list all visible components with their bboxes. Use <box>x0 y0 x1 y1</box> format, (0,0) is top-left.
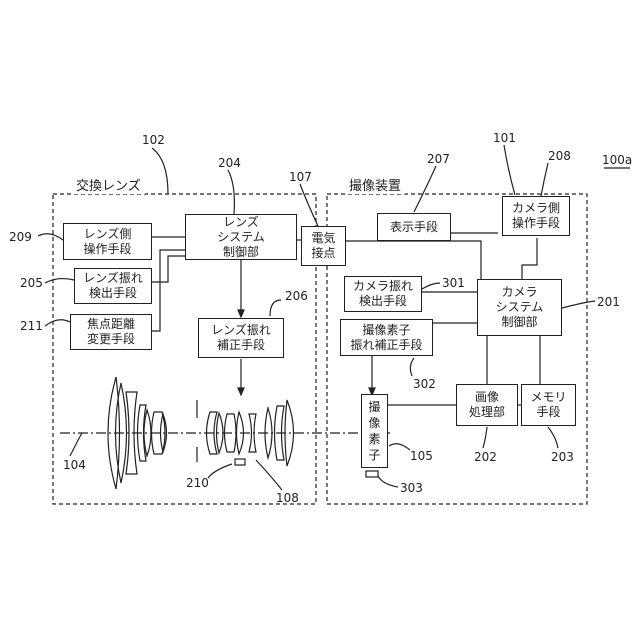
link-205-204 <box>152 256 185 282</box>
camera-shake-detect-block: カメラ振れ検出手段 <box>344 276 422 312</box>
leader-301 <box>422 283 440 289</box>
camera-control-block: カメラシステム制御部 <box>477 279 562 336</box>
ref-302: 302 <box>413 377 436 391</box>
leader-206 <box>270 300 281 316</box>
arrow-204-206 <box>238 310 244 317</box>
ref-210: 210 <box>186 476 209 490</box>
leader-303 <box>378 476 398 487</box>
leader-202 <box>483 427 487 448</box>
display-block: 表示手段 <box>377 213 451 241</box>
leader-210 <box>208 464 232 478</box>
arrow-206-lens <box>238 388 244 395</box>
ref-202: 202 <box>474 450 497 464</box>
leader-201 <box>562 301 595 308</box>
ref-108: 108 <box>276 491 299 505</box>
ref-206: 206 <box>285 289 308 303</box>
sensor-shake-correct-block: 撮像素子振れ補正手段 <box>340 319 433 356</box>
leader-209 <box>38 234 63 240</box>
ref-104: 104 <box>63 458 86 472</box>
camera-operation-block: カメラ側操作手段 <box>502 196 570 236</box>
leader-203 <box>548 427 558 448</box>
lens-shake-correct-block: レンズ振れ補正手段 <box>198 318 284 358</box>
sensor-shake-detector <box>366 471 378 477</box>
ref-101: 101 <box>493 131 516 145</box>
leader-105 <box>389 444 410 450</box>
image-sensor-block: 撮像素子 <box>361 394 388 468</box>
electric-contact-block: 電気接点 <box>301 226 346 266</box>
leader-208 <box>541 163 548 196</box>
ref-211: 211 <box>20 319 43 333</box>
ref-207: 207 <box>427 152 450 166</box>
ref-209: 209 <box>9 230 32 244</box>
lens-section-title: 交換レンズ <box>72 180 145 194</box>
leader-107 <box>300 184 318 226</box>
lens-control-block: レンズシステム制御部 <box>185 214 297 260</box>
lens-shake-detect-block: レンズ振れ検出手段 <box>74 268 152 304</box>
leader-302 <box>410 358 414 376</box>
leader-104 <box>70 433 82 456</box>
leader-207 <box>414 166 436 212</box>
ref-102: 102 <box>142 133 165 147</box>
ref-105: 105 <box>410 449 433 463</box>
ref-208: 208 <box>548 149 571 163</box>
link-107-201 <box>345 241 481 280</box>
ref-203: 203 <box>551 450 574 464</box>
ref-205: 205 <box>20 276 43 290</box>
leader-102 <box>152 148 168 194</box>
figure-label: 100a <box>602 153 632 167</box>
camera-section-title: 撮像装置 <box>345 180 405 194</box>
ref-107: 107 <box>289 170 312 184</box>
link-208-201 <box>522 238 537 280</box>
leader-211 <box>45 320 70 326</box>
ref-204: 204 <box>218 156 241 170</box>
ref-201: 201 <box>597 295 620 309</box>
lens-shake-sensor <box>235 459 245 465</box>
leader-205 <box>45 279 74 283</box>
focal-change-block: 焦点距離変更手段 <box>70 314 152 350</box>
ref-303: 303 <box>400 481 423 495</box>
leader-101 <box>504 145 515 195</box>
leader-108 <box>256 460 282 490</box>
lens-operation-block: レンズ側操作手段 <box>63 223 152 260</box>
memory-block: メモリ手段 <box>521 384 576 426</box>
image-processing-block: 画像処理部 <box>456 384 518 426</box>
ref-301: 301 <box>442 276 465 290</box>
leader-204 <box>228 170 234 214</box>
